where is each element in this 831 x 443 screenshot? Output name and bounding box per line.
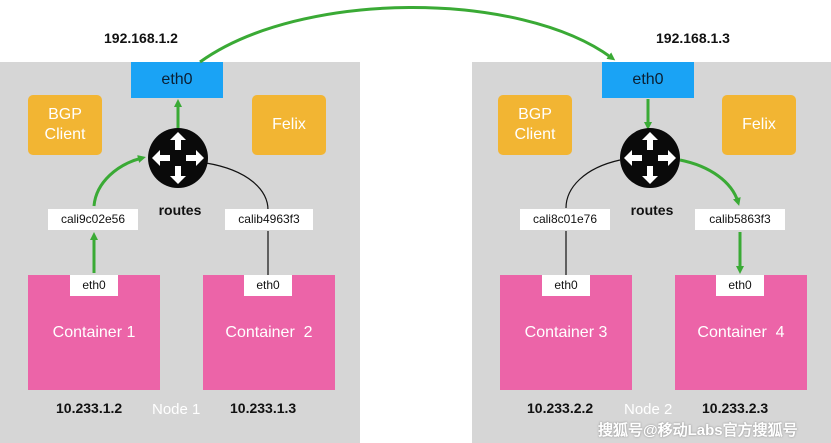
container-3-eth0: eth0 [542,275,590,296]
node-1-bgp-client-label: BGP Client [44,106,86,143]
node-1-felix-label: Felix [272,116,306,133]
container-2: Container 2 [203,275,335,390]
node-1-bgp-client: BGP Client [28,95,102,155]
node-2-veth-left: cali8c01e76 [520,209,610,230]
node-2-bgp-client-label: BGP Client [514,106,556,143]
container-1-label: Container 1 [52,323,136,341]
container-1-eth0: eth0 [70,275,118,296]
node-2-host-ip: 192.168.1.3 [656,30,730,46]
node-2-felix-label: Felix [742,116,776,133]
node-1-eth0: eth0 [131,62,223,98]
node-1-host-ip: 192.168.1.2 [104,30,178,46]
node-2-bgp-client: BGP Client [498,95,572,155]
node-1-routes-label: routes [158,202,202,218]
node-1-name: Node 1 [152,401,201,418]
container-4-eth0: eth0 [716,275,764,296]
node-1-veth-right: calib4963f3 [225,209,313,230]
node-2-veth-right: calib5863f3 [695,209,785,230]
node-1-veth-left: cali9c02e56 [48,209,138,230]
container-4-ip: 10.233.2.3 [702,400,769,416]
watermark-text: 搜狐号@移动Labs官方搜狐号 [598,422,798,439]
container-1-ip: 10.233.1.2 [56,400,123,416]
container-3-ip: 10.233.2.2 [527,400,594,416]
node-1-to-node-2-arrow [199,6,616,64]
container-2-label: Container 2 [225,323,313,341]
container-3-label: Container 3 [524,323,608,341]
node-2-routes-label: routes [630,202,674,218]
node-2-eth0: eth0 [602,62,694,98]
node-1-felix: Felix [252,95,326,155]
container-4-label: Container 4 [697,323,785,341]
node-2-name: Node 2 [624,401,673,418]
container-2-eth0: eth0 [244,275,292,296]
container-2-ip: 10.233.1.3 [230,400,297,416]
node-2-felix: Felix [722,95,796,155]
